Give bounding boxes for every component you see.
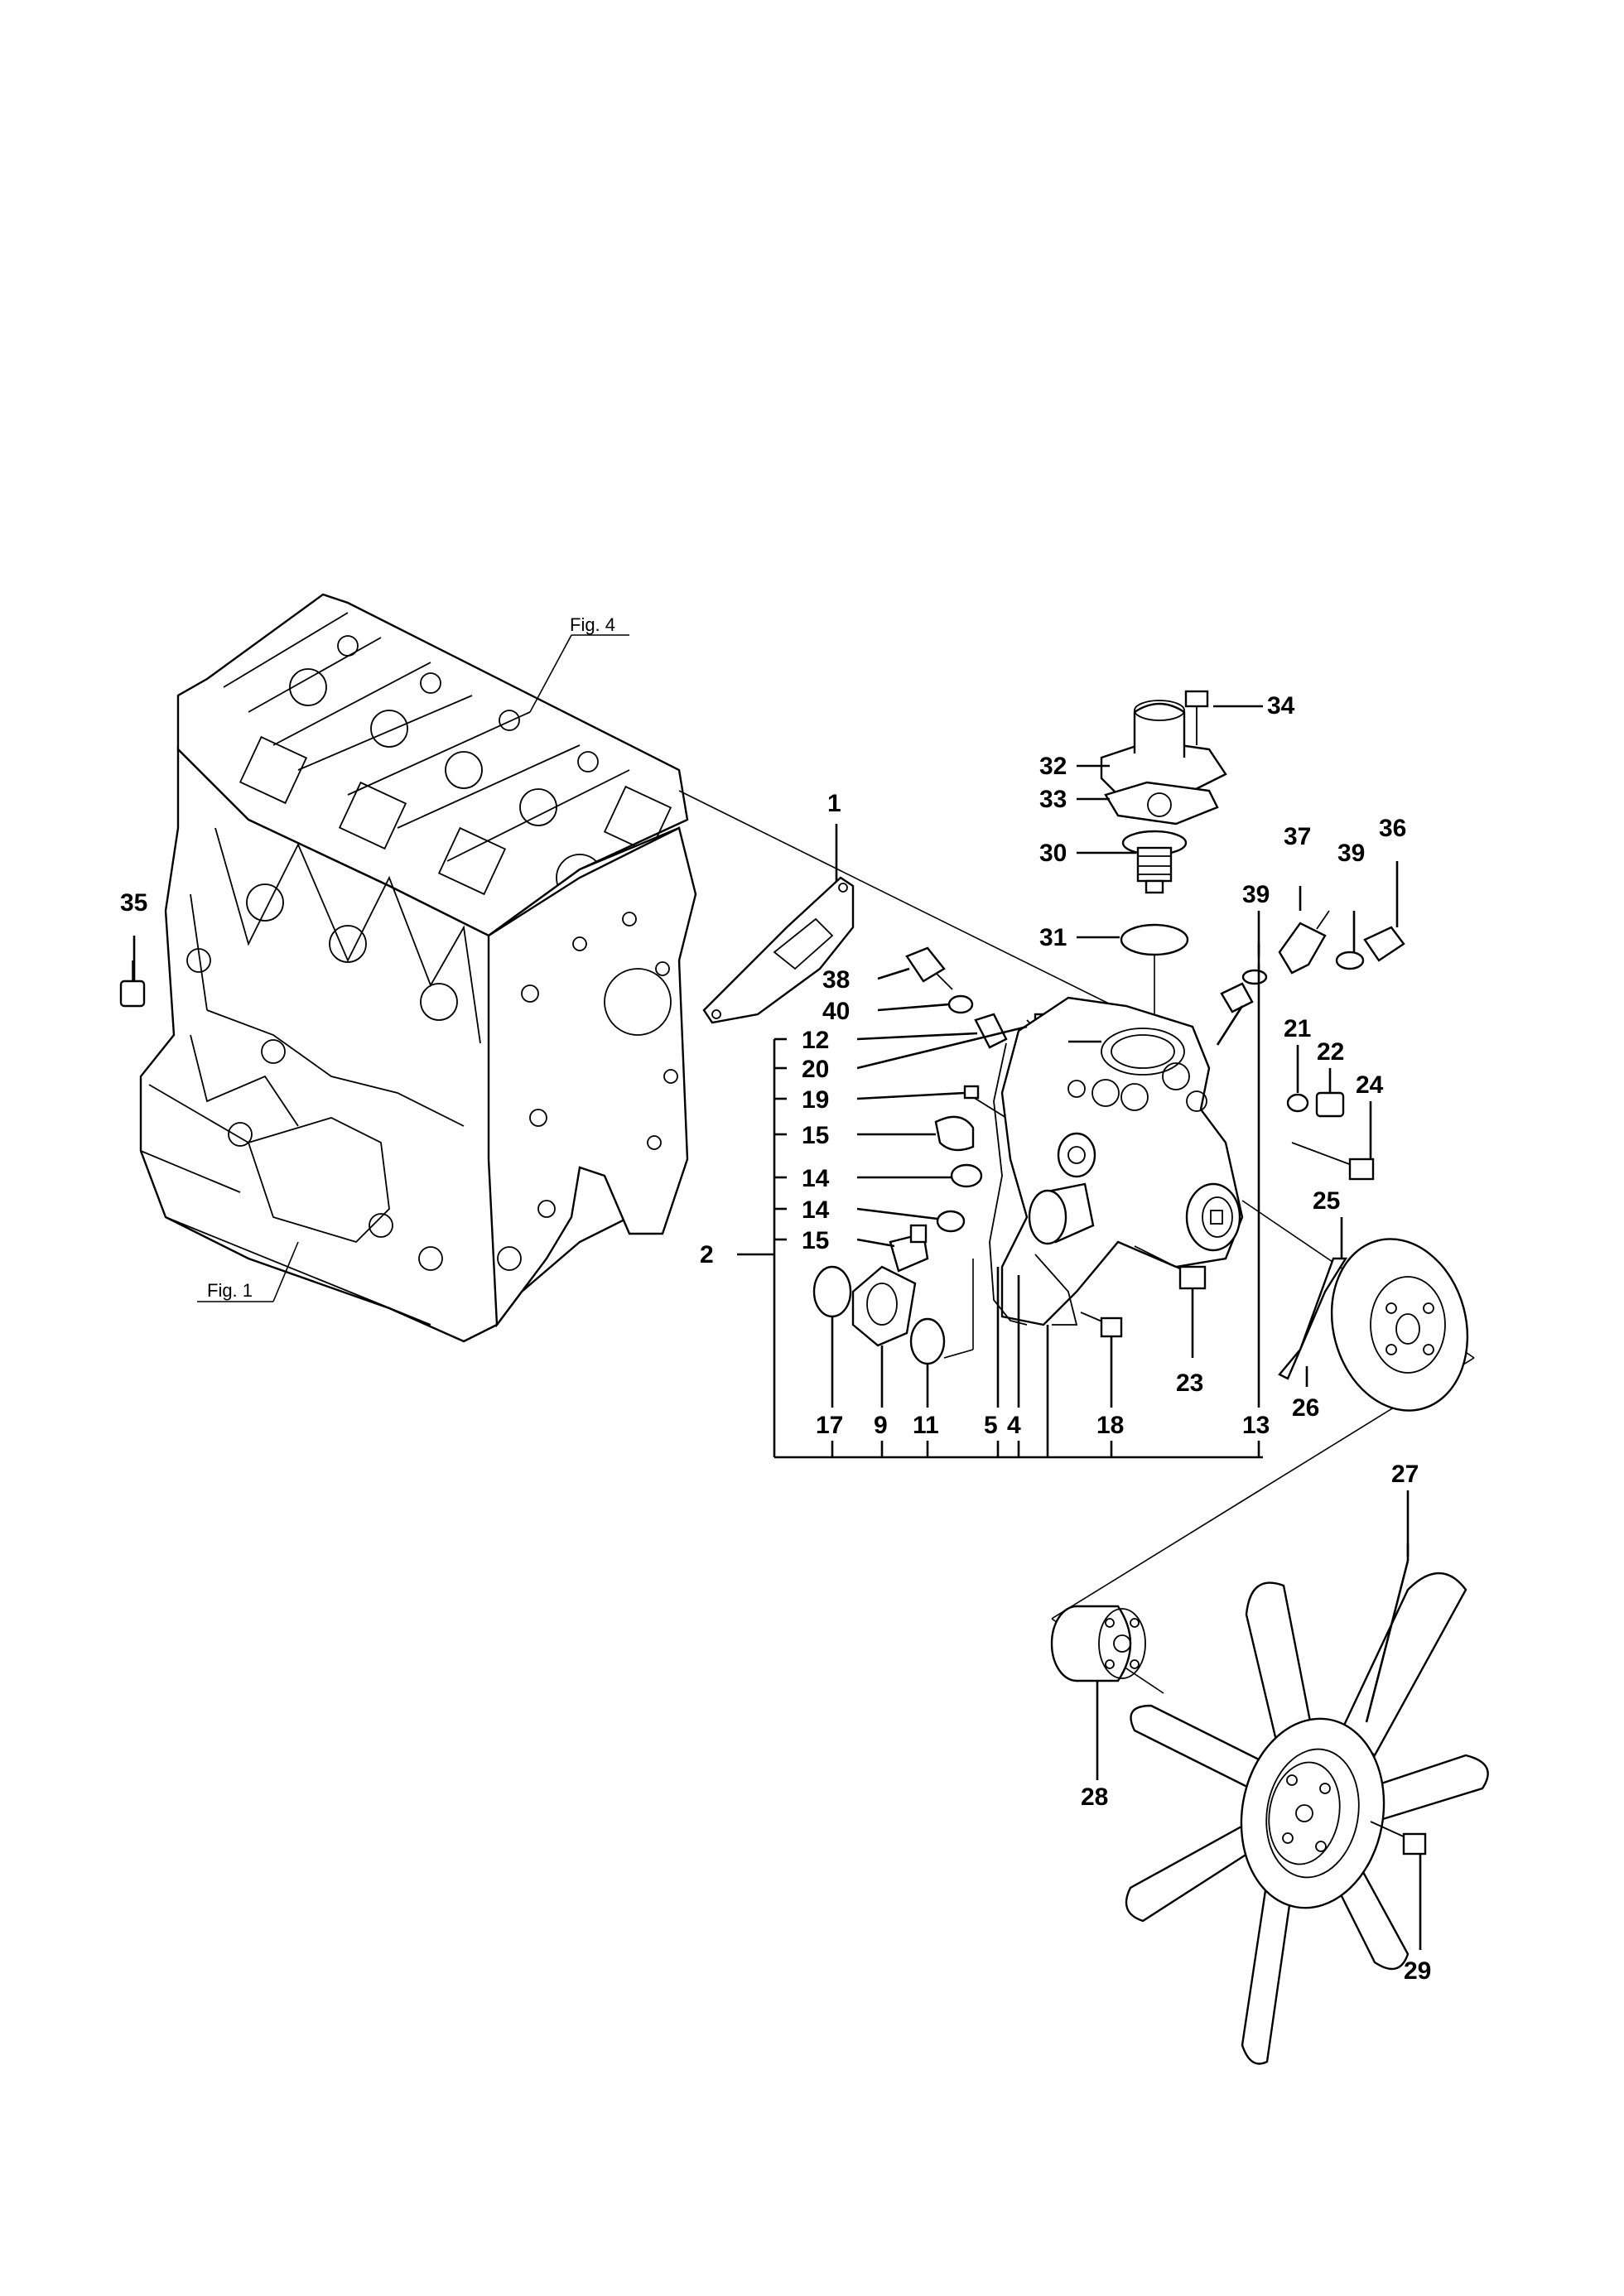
callout-20: 20 — [802, 1056, 829, 1083]
callout-27: 27 — [1391, 1461, 1419, 1488]
gasket — [702, 876, 855, 1024]
leader-lines — [133, 705, 1422, 1950]
bolt-29 — [1370, 1821, 1427, 1856]
o-ring-14b — [936, 1210, 966, 1233]
temperature-sensor-38 — [905, 946, 953, 990]
washer-40 — [947, 994, 974, 1014]
plug-15b — [889, 1224, 929, 1273]
engine-block — [119, 593, 697, 1343]
callout-39b: 39 — [1337, 840, 1365, 867]
bolt-24 — [1291, 1142, 1375, 1181]
thermostat-cover — [1100, 700, 1227, 826]
callout-21: 21 — [1284, 1015, 1311, 1042]
callout-5: 5 — [984, 1412, 998, 1439]
callout-36: 36 — [1379, 815, 1406, 842]
fig-4-ref: Fig. 4 — [570, 614, 615, 635]
bolt-19 — [963, 1085, 1007, 1119]
callout-37: 37 — [1284, 823, 1311, 850]
callout-9: 9 — [874, 1412, 888, 1439]
pulley-25 — [1330, 1238, 1469, 1412]
o-ring-14a — [950, 1163, 983, 1188]
callout-19: 19 — [802, 1086, 829, 1114]
nut-22 — [1315, 1091, 1345, 1118]
plug-36 — [1363, 926, 1405, 962]
o-ring-11 — [909, 1317, 946, 1365]
fig-1-ref: Fig. 1 — [207, 1280, 253, 1301]
callout-23: 23 — [1176, 1369, 1203, 1397]
fan-spacer-28 — [1050, 1605, 1146, 1682]
callout-26: 26 — [1292, 1394, 1319, 1422]
callout-33: 33 — [1039, 786, 1067, 813]
o-ring-17 — [812, 1265, 852, 1318]
assembly-line — [678, 790, 1123, 1011]
callout-25: 25 — [1313, 1187, 1340, 1215]
water-pump — [989, 996, 1244, 1326]
flange-9 — [851, 1265, 917, 1347]
bolt-34 — [1184, 690, 1209, 745]
plug-15a — [934, 1115, 975, 1152]
callout-14a: 14 — [802, 1165, 830, 1192]
callout-13: 13 — [1242, 1412, 1270, 1439]
callout-1: 1 — [827, 790, 841, 817]
callout-34: 34 — [1267, 692, 1295, 720]
callout-38: 38 — [822, 966, 850, 994]
washer-21 — [1286, 1093, 1309, 1113]
callout-29: 29 — [1404, 1957, 1431, 1985]
callout-11: 11 — [913, 1412, 939, 1439]
cooling-fan-27 — [1125, 1572, 1489, 2065]
callout-22: 22 — [1317, 1038, 1344, 1066]
callout-40: 40 — [822, 998, 850, 1025]
elbow-13 — [1220, 982, 1254, 1013]
callout-15a: 15 — [802, 1122, 829, 1149]
callout-labels: Fig. 4 Fig. 1 1 2 12 20 19 15 14 14 15 3… — [120, 614, 1431, 1985]
bolt-18 — [1080, 1312, 1123, 1338]
v-belt-26 — [1278, 1257, 1348, 1380]
callout-28: 28 — [1081, 1783, 1108, 1811]
o-ring-31 — [1120, 923, 1189, 956]
callout-15b: 15 — [802, 1227, 829, 1254]
callout-14b: 14 — [802, 1196, 830, 1224]
callout-24: 24 — [1356, 1071, 1384, 1099]
callout-31: 31 — [1039, 924, 1067, 951]
callout-2: 2 — [700, 1241, 714, 1268]
callout-18: 18 — [1096, 1412, 1124, 1439]
sender-37 — [1278, 910, 1330, 975]
washer-39b — [1335, 951, 1365, 970]
callout-30: 30 — [1039, 840, 1067, 867]
callout-32: 32 — [1039, 753, 1067, 780]
plug-12 — [974, 1013, 1008, 1049]
callout-39a: 39 — [1242, 881, 1270, 908]
thermostat — [1121, 830, 1188, 894]
callout-12: 12 — [802, 1027, 829, 1054]
washer-39a — [1241, 969, 1268, 985]
callout-35: 35 — [120, 889, 147, 917]
callout-4: 4 — [1007, 1412, 1021, 1439]
bolt-23 — [1134, 1245, 1207, 1290]
callout-17: 17 — [816, 1412, 843, 1439]
